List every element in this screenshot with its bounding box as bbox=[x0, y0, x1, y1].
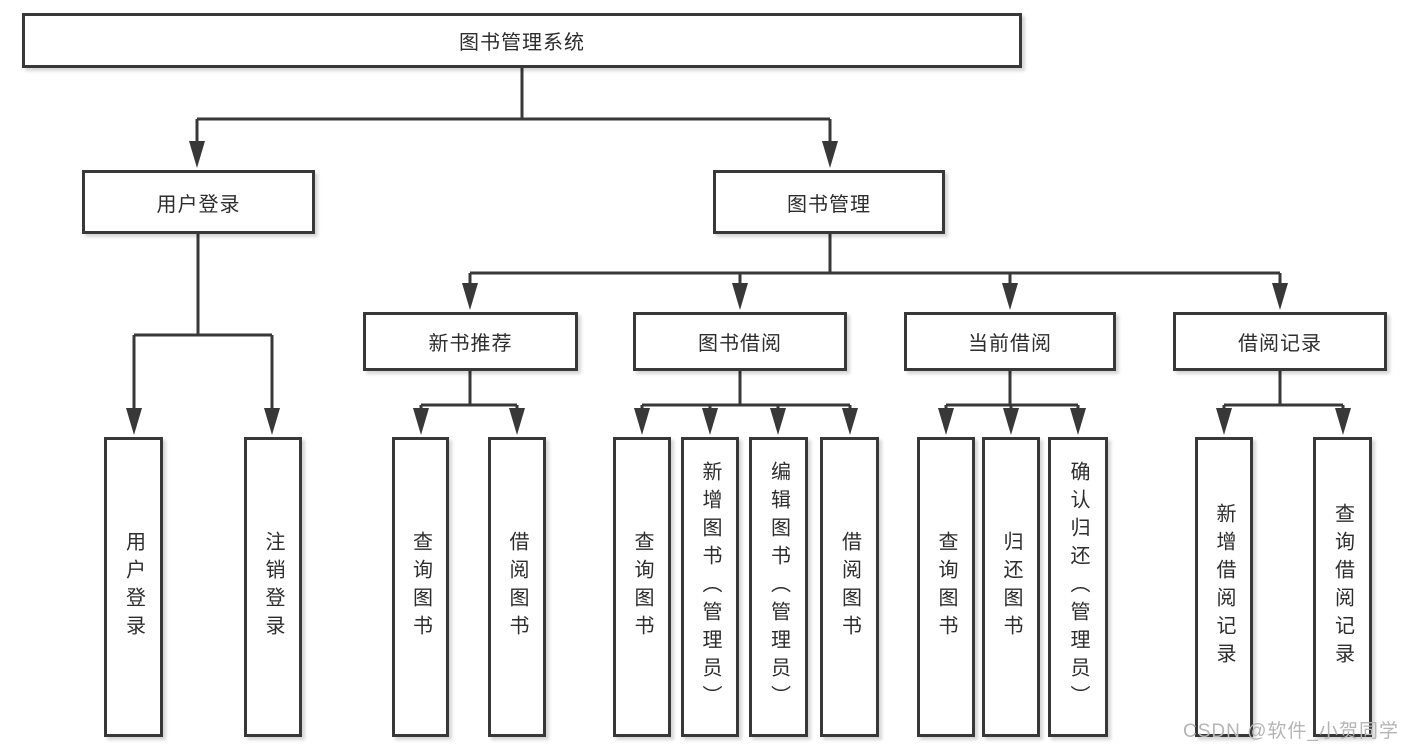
leaf-user-login-label: 用户登录 bbox=[122, 531, 145, 643]
leaf-bor-add-books-admin: 新增图书（管理员） bbox=[681, 437, 739, 737]
node-book-management: 图书管理 bbox=[713, 170, 945, 234]
leaf-rec-borrow-books: 借阅图书 bbox=[488, 437, 546, 737]
leaf-bor-query-books: 查询图书 bbox=[613, 437, 671, 737]
leaf-bor-borrow-books: 借阅图书 bbox=[820, 437, 879, 737]
leaf-log-add-record-label: 新增借阅记录 bbox=[1213, 503, 1235, 671]
node-book-borrowing: 图书借阅 bbox=[633, 312, 847, 371]
leaf-log-add-record: 新增借阅记录 bbox=[1195, 437, 1253, 737]
node-new-book-recommend: 新书推荐 bbox=[363, 312, 578, 371]
node-root: 图书管理系统 bbox=[22, 13, 1022, 68]
leaf-logout-label: 注销登录 bbox=[262, 531, 284, 643]
leaf-rec-borrow-books-label: 借阅图书 bbox=[506, 531, 528, 643]
node-book-borrowing-label: 图书借阅 bbox=[698, 333, 782, 355]
leaf-bor-add-books-admin-label: 新增图书（管理员） bbox=[699, 461, 721, 713]
csdn-watermark: CSDN @软件_小贺同学 bbox=[1183, 721, 1399, 742]
leaf-cur-confirm-return-admin: 确认归还（管理员） bbox=[1048, 437, 1108, 737]
leaf-cur-return-books-label: 归还图书 bbox=[1000, 531, 1022, 643]
leaf-bor-edit-books-admin: 编辑图书（管理员） bbox=[749, 437, 808, 737]
leaf-cur-query-books: 查询图书 bbox=[917, 437, 975, 737]
leaf-bor-query-books-label: 查询图书 bbox=[631, 531, 653, 643]
leaf-rec-query-books-label: 查询图书 bbox=[409, 531, 432, 643]
leaf-user-login: 用户登录 bbox=[104, 437, 163, 737]
node-current-borrowing-label: 当前借阅 bbox=[968, 333, 1052, 355]
node-borrowing-records: 借阅记录 bbox=[1173, 312, 1387, 371]
leaf-rec-query-books: 查询图书 bbox=[392, 437, 449, 737]
node-book-management-label: 图书管理 bbox=[787, 193, 871, 216]
node-user-login: 用户登录 bbox=[82, 170, 315, 234]
leaf-bor-edit-books-admin-label: 编辑图书（管理员） bbox=[767, 461, 790, 713]
leaf-cur-confirm-return-admin-label: 确认归还（管理员） bbox=[1067, 461, 1089, 713]
leaf-logout: 注销登录 bbox=[244, 437, 302, 737]
node-borrowing-records-label: 借阅记录 bbox=[1238, 333, 1322, 355]
leaf-bor-borrow-books-label: 借阅图书 bbox=[838, 531, 861, 643]
leaf-log-query-record-label: 查询借阅记录 bbox=[1331, 503, 1354, 671]
node-user-login-label: 用户登录 bbox=[156, 193, 241, 216]
node-current-borrowing: 当前借阅 bbox=[904, 312, 1116, 371]
leaf-cur-return-books: 归还图书 bbox=[982, 437, 1040, 737]
leaf-cur-query-books-label: 查询图书 bbox=[935, 531, 957, 643]
leaf-log-query-record: 查询借阅记录 bbox=[1313, 437, 1372, 737]
node-new-book-recommend-label: 新书推荐 bbox=[428, 333, 513, 355]
node-root-label: 图书管理系统 bbox=[459, 32, 585, 54]
